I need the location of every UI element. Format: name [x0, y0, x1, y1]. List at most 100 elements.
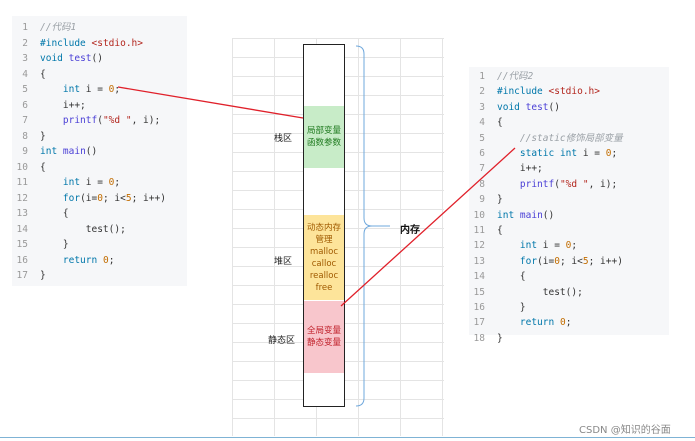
code-text: #include <stdio.h>	[497, 84, 600, 100]
code-token: int	[40, 146, 58, 157]
code-token: 0	[108, 177, 115, 188]
code-token: "%d "	[559, 178, 589, 190]
code-text: i++;	[497, 161, 543, 177]
code-text: {	[40, 160, 46, 176]
segment-text: 局部变量	[306, 126, 341, 136]
code-text: }	[497, 331, 503, 347]
code-text: }	[40, 129, 46, 145]
line-number: 14	[473, 271, 485, 283]
code-text: int i = 0;	[40, 82, 120, 98]
code-token: i++;	[40, 99, 86, 111]
line-number: 12	[16, 192, 28, 204]
memory-label: 内存	[400, 225, 420, 236]
segment-text: 动态内存	[306, 222, 341, 233]
code-token: ;	[565, 317, 572, 329]
code-token: for	[62, 192, 81, 204]
code-text: //代码2	[497, 69, 533, 85]
line-number: 7	[479, 163, 485, 175]
line-number: 9	[479, 194, 485, 206]
code-token: (	[97, 115, 103, 126]
line-number: 16	[473, 302, 485, 313]
segment-text: 静态变量	[306, 338, 341, 348]
line-number: 12	[473, 240, 485, 252]
code-token: i =	[537, 240, 566, 252]
code-text: }	[497, 300, 526, 316]
code-token: for	[519, 255, 538, 267]
code-token: //代码2	[497, 71, 534, 82]
code-token: }	[40, 239, 69, 250]
stack-segment: 局部变量函数参数	[304, 106, 344, 168]
code-token: ()	[91, 53, 103, 64]
code-token: {	[40, 161, 46, 173]
static-segment: 全局变量静态变量	[304, 301, 344, 373]
line-number: 8	[22, 130, 28, 142]
code-token: 0	[559, 317, 566, 329]
line-number: 6	[22, 99, 28, 111]
code-text: int main()	[40, 144, 97, 160]
line-number: 3	[479, 101, 485, 113]
code-token: test	[525, 101, 549, 113]
code-token: printf	[519, 178, 555, 190]
code-token: {	[497, 271, 526, 283]
bottom-border	[0, 437, 695, 438]
line-number: 8	[479, 178, 485, 190]
code-token: i =	[80, 84, 109, 95]
code-token: }	[497, 194, 503, 206]
code-token: return	[62, 254, 98, 266]
code-token: 0	[605, 148, 612, 159]
code-token: ;	[114, 84, 121, 95]
code-token: i++;	[497, 163, 543, 175]
code-token: return	[519, 317, 555, 329]
line-number: 13	[16, 208, 28, 219]
code-token: 0	[102, 254, 109, 266]
line-number: 11	[16, 177, 28, 188]
code-token: (i=	[80, 192, 98, 204]
code-token: int	[62, 177, 81, 188]
line-number: 2	[479, 86, 485, 98]
code-text: }	[497, 192, 503, 208]
code-token: }	[497, 332, 503, 344]
segment-text: calloc	[311, 258, 337, 269]
line-number: 13	[473, 255, 485, 267]
code-text: i++;	[40, 98, 86, 114]
segment-text: free	[315, 282, 333, 293]
segment-text: malloc	[309, 246, 339, 257]
code-token: {	[497, 225, 503, 236]
code-token: }	[40, 270, 46, 281]
line-number: 9	[22, 146, 28, 157]
code-token: , i);	[131, 115, 161, 126]
code-text: {	[497, 223, 503, 239]
line-number: 15	[16, 239, 28, 250]
code-text: //static修饰局部变量	[497, 131, 623, 147]
code-token: int	[62, 84, 81, 95]
memory-brace	[355, 45, 373, 407]
code-token: void	[497, 101, 520, 113]
line-number: 16	[16, 254, 28, 266]
code-token: ; i<	[559, 255, 583, 267]
line-number: 15	[473, 286, 485, 298]
line-number: 1	[479, 71, 485, 82]
code-token: int	[559, 148, 578, 159]
code-text: {	[40, 67, 46, 83]
segment-text: 管理	[315, 234, 333, 245]
code-text: int i = 0;	[497, 238, 577, 254]
code-text: {	[40, 206, 69, 222]
code-text: static int i = 0;	[497, 146, 617, 162]
code-token: {	[40, 208, 69, 219]
code-token: ()	[85, 146, 98, 157]
code-token: ()	[542, 209, 555, 221]
code-text: test();	[497, 285, 583, 301]
segment-text: 全局变量	[306, 326, 341, 336]
code-text: void test()	[40, 51, 103, 67]
code-token: 0	[108, 84, 115, 95]
line-number: 10	[16, 161, 28, 173]
code-token: ;	[108, 254, 115, 266]
code-token: {	[40, 68, 46, 80]
segment-text: 函数参数	[306, 138, 341, 148]
code-token: {	[497, 117, 503, 129]
code-token: main	[519, 209, 543, 221]
